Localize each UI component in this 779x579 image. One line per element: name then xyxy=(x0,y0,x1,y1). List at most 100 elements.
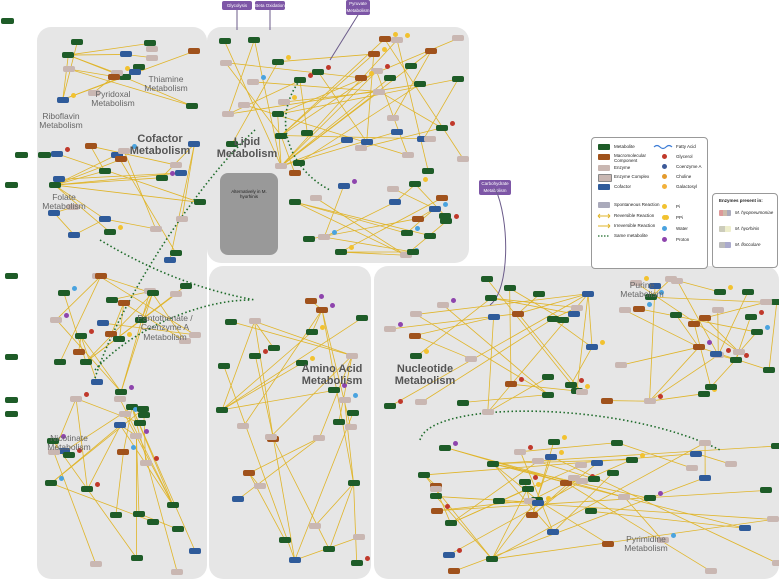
metabolite-node xyxy=(487,460,500,467)
enzyme-node xyxy=(219,59,232,66)
reaction-line xyxy=(58,172,182,180)
ion-dot xyxy=(326,64,332,70)
reaction-line xyxy=(421,318,553,403)
metabolite-node xyxy=(71,38,84,45)
reaction-line xyxy=(319,355,353,439)
metabolite-node xyxy=(113,336,126,343)
macromolecule-swatch xyxy=(598,154,610,160)
macromolecule-node xyxy=(505,381,518,388)
reaction-line xyxy=(340,251,406,256)
metabolite-node xyxy=(452,75,465,82)
metabolite-node xyxy=(134,317,147,324)
ion-dot xyxy=(310,355,316,361)
reaction-line xyxy=(69,68,114,77)
ion-dot xyxy=(727,285,733,290)
reaction-line xyxy=(314,483,354,526)
macromolecule-node xyxy=(94,273,107,280)
cofactor-node xyxy=(288,557,301,564)
reaction-line xyxy=(491,499,538,560)
enzyme-node xyxy=(699,439,712,446)
metabolite-node xyxy=(760,487,773,494)
enzyme-node xyxy=(313,434,326,441)
cofactor-node xyxy=(119,51,132,58)
metabolite-node xyxy=(249,353,262,360)
enzyme-complex-swatch xyxy=(598,174,612,182)
ion-dot xyxy=(528,444,534,450)
metabolite-node xyxy=(248,36,261,43)
metabolite-node xyxy=(185,102,198,109)
cofactor-node xyxy=(391,128,404,135)
ion-dot xyxy=(657,394,663,400)
ion-dot xyxy=(392,32,398,38)
cofactor-node xyxy=(58,448,71,455)
enzyme-node xyxy=(452,35,465,42)
enzyme-node xyxy=(338,397,351,404)
ion-dot xyxy=(132,144,138,150)
reaction-line xyxy=(270,355,353,438)
metabolite-node xyxy=(296,359,309,366)
reaction-line xyxy=(221,321,255,410)
enzyme-node xyxy=(523,498,536,505)
metabolite-node xyxy=(47,437,60,444)
reaction-line xyxy=(280,71,377,136)
cofactor-node xyxy=(96,320,109,327)
reaction-line xyxy=(124,76,193,107)
reaction-line xyxy=(617,442,693,469)
reaction-line xyxy=(453,477,706,572)
legend-macromolecule: Macromolecular Component xyxy=(614,153,647,163)
reaction-line xyxy=(90,145,176,166)
reaction-line xyxy=(620,346,699,366)
metabolite-node xyxy=(493,498,506,505)
reaction-line xyxy=(414,335,471,360)
metabolite-node xyxy=(130,554,143,561)
reaction-line xyxy=(54,184,200,203)
metabolite-node xyxy=(763,367,776,374)
reaction-line xyxy=(53,212,75,236)
reaction-line xyxy=(54,154,118,186)
metabolite-node xyxy=(418,471,431,478)
metabolite-node xyxy=(63,451,76,458)
enzyme-node xyxy=(346,352,359,359)
enzyme-node xyxy=(247,78,260,85)
enzyme-node xyxy=(399,252,412,259)
legend-reaction-lines xyxy=(597,213,611,237)
enzyme-node xyxy=(139,459,152,466)
ion-dot xyxy=(398,321,404,327)
cofactor-node xyxy=(114,422,127,429)
metabolite-node xyxy=(625,456,638,463)
cofactor-node xyxy=(50,150,63,157)
legend-glycerol: Glycerol xyxy=(676,154,693,159)
metabolite-node xyxy=(79,358,92,365)
reaction-line xyxy=(254,39,282,167)
enzyme-node xyxy=(531,458,544,465)
metabolite-node xyxy=(423,232,436,239)
reaction-line xyxy=(222,390,334,411)
metabolite-node xyxy=(104,229,117,236)
cofactor-node xyxy=(52,176,65,183)
cofactor-node xyxy=(337,183,350,190)
macromolecule-node xyxy=(447,568,460,575)
reaction-line xyxy=(55,319,122,393)
metabolite-node xyxy=(645,294,658,301)
ion-dot xyxy=(261,74,267,80)
macromolecule-node xyxy=(117,449,130,456)
ion-dot xyxy=(646,301,652,307)
enzyme-node xyxy=(253,483,266,490)
macromolecule-node xyxy=(305,297,318,304)
metabolite-node xyxy=(275,132,287,139)
reaction-line xyxy=(311,309,323,333)
reaction-line xyxy=(120,293,153,392)
proton-dot xyxy=(662,237,667,242)
same-metabolite-link xyxy=(99,239,256,301)
reaction-line xyxy=(254,321,274,349)
metabolite-node xyxy=(48,182,61,189)
glycolysis-tag: Glycolysis xyxy=(222,1,252,10)
reaction-line xyxy=(570,347,593,386)
legend-irreversible: Irreversible Reaction xyxy=(614,223,656,228)
ion-dot xyxy=(424,349,430,355)
metabolite-node xyxy=(109,512,122,519)
reaction-line xyxy=(280,39,398,167)
metabolite-node xyxy=(293,77,306,84)
reaction-line xyxy=(316,197,406,256)
enzyme-node xyxy=(733,349,746,356)
